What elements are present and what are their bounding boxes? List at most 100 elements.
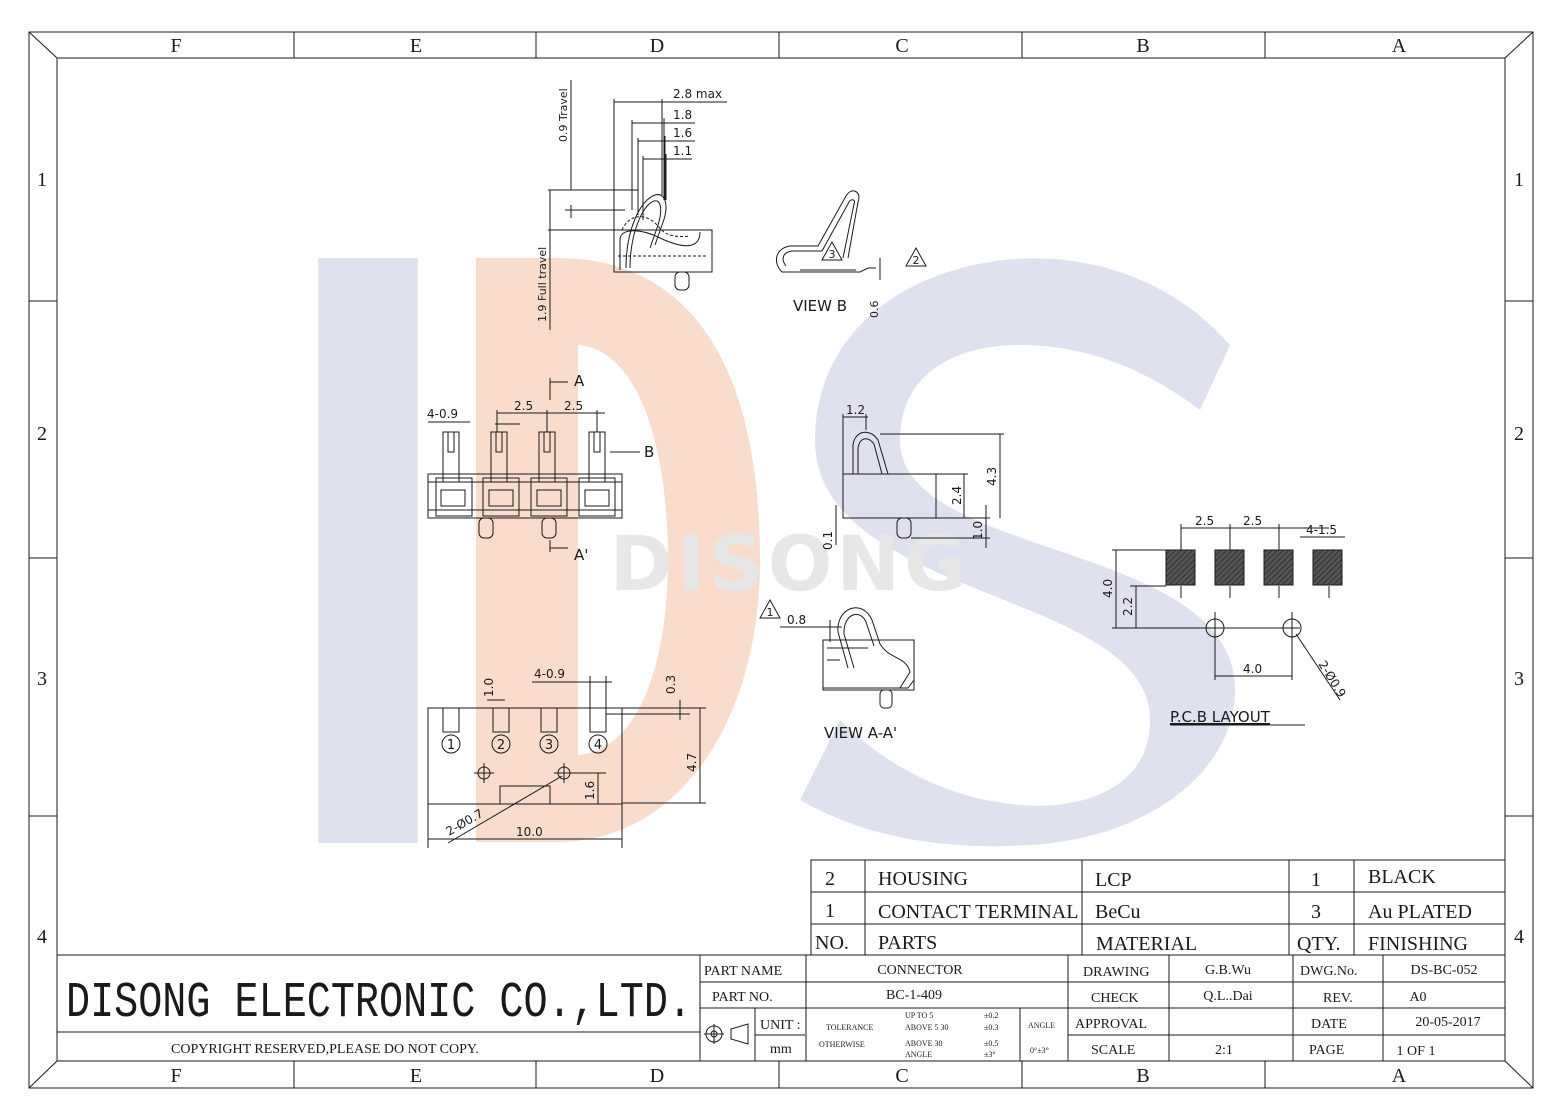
tolerance-row: ABOVE 5 30 <box>905 1023 949 1032</box>
dim-label: 1.2 <box>846 403 865 417</box>
row-label-right: 2 <box>1514 423 1524 445</box>
col-label-top: A <box>1392 35 1407 57</box>
bom-finishing: BLACK <box>1368 866 1436 888</box>
pin-number: 3 <box>545 738 553 753</box>
col-label-bottom: B <box>1136 1065 1149 1087</box>
pin-number: 4 <box>594 738 602 753</box>
col-label-bottom: F <box>170 1065 181 1087</box>
angle-value: 0°±3° <box>1030 1046 1049 1055</box>
col-label-top: B <box>1136 35 1149 57</box>
angle-label: ANGLE <box>1028 1021 1055 1030</box>
col-label-bottom: A <box>1392 1065 1407 1087</box>
bom-qty: 1 <box>1311 869 1321 891</box>
tolerance-row: ABOVE 30 <box>905 1039 943 1048</box>
col-label-top: D <box>650 35 664 57</box>
view-b-label: VIEW B <box>793 297 847 315</box>
top-side-view: 2.8 max 1.8 1.6 1.1 0.9 Travel 1.9 Full … <box>536 80 727 330</box>
dim-label: 2.5 <box>514 399 533 413</box>
dwg-no-label: DWG.No. <box>1300 964 1358 979</box>
page-value: 1 OF 1 <box>1397 1044 1436 1059</box>
bom-part: HOUSING <box>878 868 968 890</box>
dim-label: 4.3 <box>985 467 999 486</box>
row-label-right: 1 <box>1514 169 1524 191</box>
dim-label: 2-Ø0.9 <box>1315 658 1348 700</box>
bom-no: 2 <box>825 868 835 890</box>
watermark-logo: DISONG <box>318 258 1235 847</box>
drawing-label: DRAWING <box>1083 965 1150 980</box>
scale-value: 2:1 <box>1215 1043 1233 1058</box>
bom-header-part: PARTS <box>878 932 937 954</box>
triangle-note-1: 1 <box>767 606 774 619</box>
dwg-no-value: DS-BC-052 <box>1411 963 1478 978</box>
dim-label: 2.2 <box>1121 597 1135 616</box>
row-label-left: 4 <box>37 926 47 948</box>
dim-label: 2.8 max <box>673 87 722 101</box>
border-labels: F E D C B A F E D C B A 1 2 3 4 1 2 3 4 <box>37 35 1524 1087</box>
dim-label: 2.5 <box>564 399 583 413</box>
side-view: 1.2 4.3 2.4 1.0 0.1 <box>821 403 1004 550</box>
view-a-a: 1 0.8 VIEW A-A' <box>759 598 915 742</box>
tolerance-value: ±3° <box>984 1050 996 1059</box>
dim-label: 2.5 <box>1243 514 1262 528</box>
projection-symbol-icon <box>704 1023 749 1045</box>
tolerance-value: ±0.5 <box>984 1039 998 1048</box>
pin-number: 1 <box>447 738 455 753</box>
bom-header-material: MATERIAL <box>1096 933 1197 955</box>
dim-label: 1.9 Full travel <box>536 247 549 322</box>
dim-label: 0.8 <box>787 613 806 627</box>
bom-header-no: NO. <box>815 932 849 954</box>
view-b: 3 2 VIEW B 0.6 <box>775 190 927 318</box>
part-name-label: PART NAME <box>704 964 782 979</box>
bom-header-qty: QTY. <box>1297 933 1341 955</box>
bom-header-finishing: FINISHING <box>1368 933 1468 955</box>
col-label-top: E <box>410 35 422 57</box>
rev-label: REV. <box>1323 991 1353 1006</box>
bom-finishing: Au PLATED <box>1368 901 1472 923</box>
triangle-note-3: 3 <box>829 248 836 261</box>
date-value: 20-05-2017 <box>1415 1015 1480 1030</box>
tolerance-value: ±0.3 <box>984 1023 998 1032</box>
section-arrow-label: A' <box>574 546 588 564</box>
title-block: DISONG ELECTRONIC CO.,LTD. COPYRIGHT RES… <box>57 954 1505 1061</box>
copyright-note: COPYRIGHT RESERVED,PLEASE DO NOT COPY. <box>171 1042 479 1057</box>
col-label-top: F <box>170 35 181 57</box>
triangle-note-2: 2 <box>913 254 920 267</box>
section-arrow-label: B <box>644 443 654 461</box>
dim-label: 1.0 <box>971 521 985 540</box>
drawing-value: G.B.Wu <box>1205 963 1251 978</box>
tolerance-row: UP TO 5 <box>905 1011 933 1020</box>
col-label-top: C <box>895 35 908 57</box>
page-label: PAGE <box>1309 1043 1344 1058</box>
dim-label: 10.0 <box>516 825 543 839</box>
pin-number: 2 <box>497 738 505 753</box>
pcb-layout-label: P.C.B LAYOUT <box>1170 708 1271 726</box>
check-label: CHECK <box>1091 991 1138 1006</box>
col-label-bottom: D <box>650 1065 664 1087</box>
dim-label: 1.0 <box>482 678 496 697</box>
dim-label: 4.0 <box>1243 662 1262 676</box>
dim-label: 1.1 <box>673 144 692 158</box>
view-a-label: VIEW A-A' <box>824 724 897 742</box>
bom-no: 1 <box>825 900 835 922</box>
otherwise-label: OTHERWISE <box>819 1040 865 1049</box>
dim-label: 1.6 <box>673 126 692 140</box>
dim-label: 4-0.9 <box>427 407 458 421</box>
dim-label: 2.5 <box>1195 514 1214 528</box>
dim-label: 4.0 <box>1101 579 1115 598</box>
approval-label: APPROVAL <box>1075 1017 1147 1032</box>
border-frame <box>28 31 1534 1089</box>
dim-label: 2.4 <box>950 486 964 505</box>
dim-label: 0.9 Travel <box>557 88 570 142</box>
row-label-right: 3 <box>1514 668 1524 690</box>
company-name: DISONG ELECTRONIC CO.,LTD. <box>66 975 692 1032</box>
part-name-value: CONNECTOR <box>877 963 963 978</box>
unit-value: mm <box>770 1042 792 1057</box>
row-label-left: 2 <box>37 423 47 445</box>
part-no-label: PART NO. <box>712 990 773 1005</box>
dim-label: 4-0.9 <box>534 667 565 681</box>
dim-label: 1.8 <box>673 108 692 122</box>
rev-value: A0 <box>1409 990 1426 1005</box>
date-label: DATE <box>1311 1017 1347 1032</box>
dim-label: 4.7 <box>685 753 699 772</box>
dim-label: 0.1 <box>821 531 835 550</box>
